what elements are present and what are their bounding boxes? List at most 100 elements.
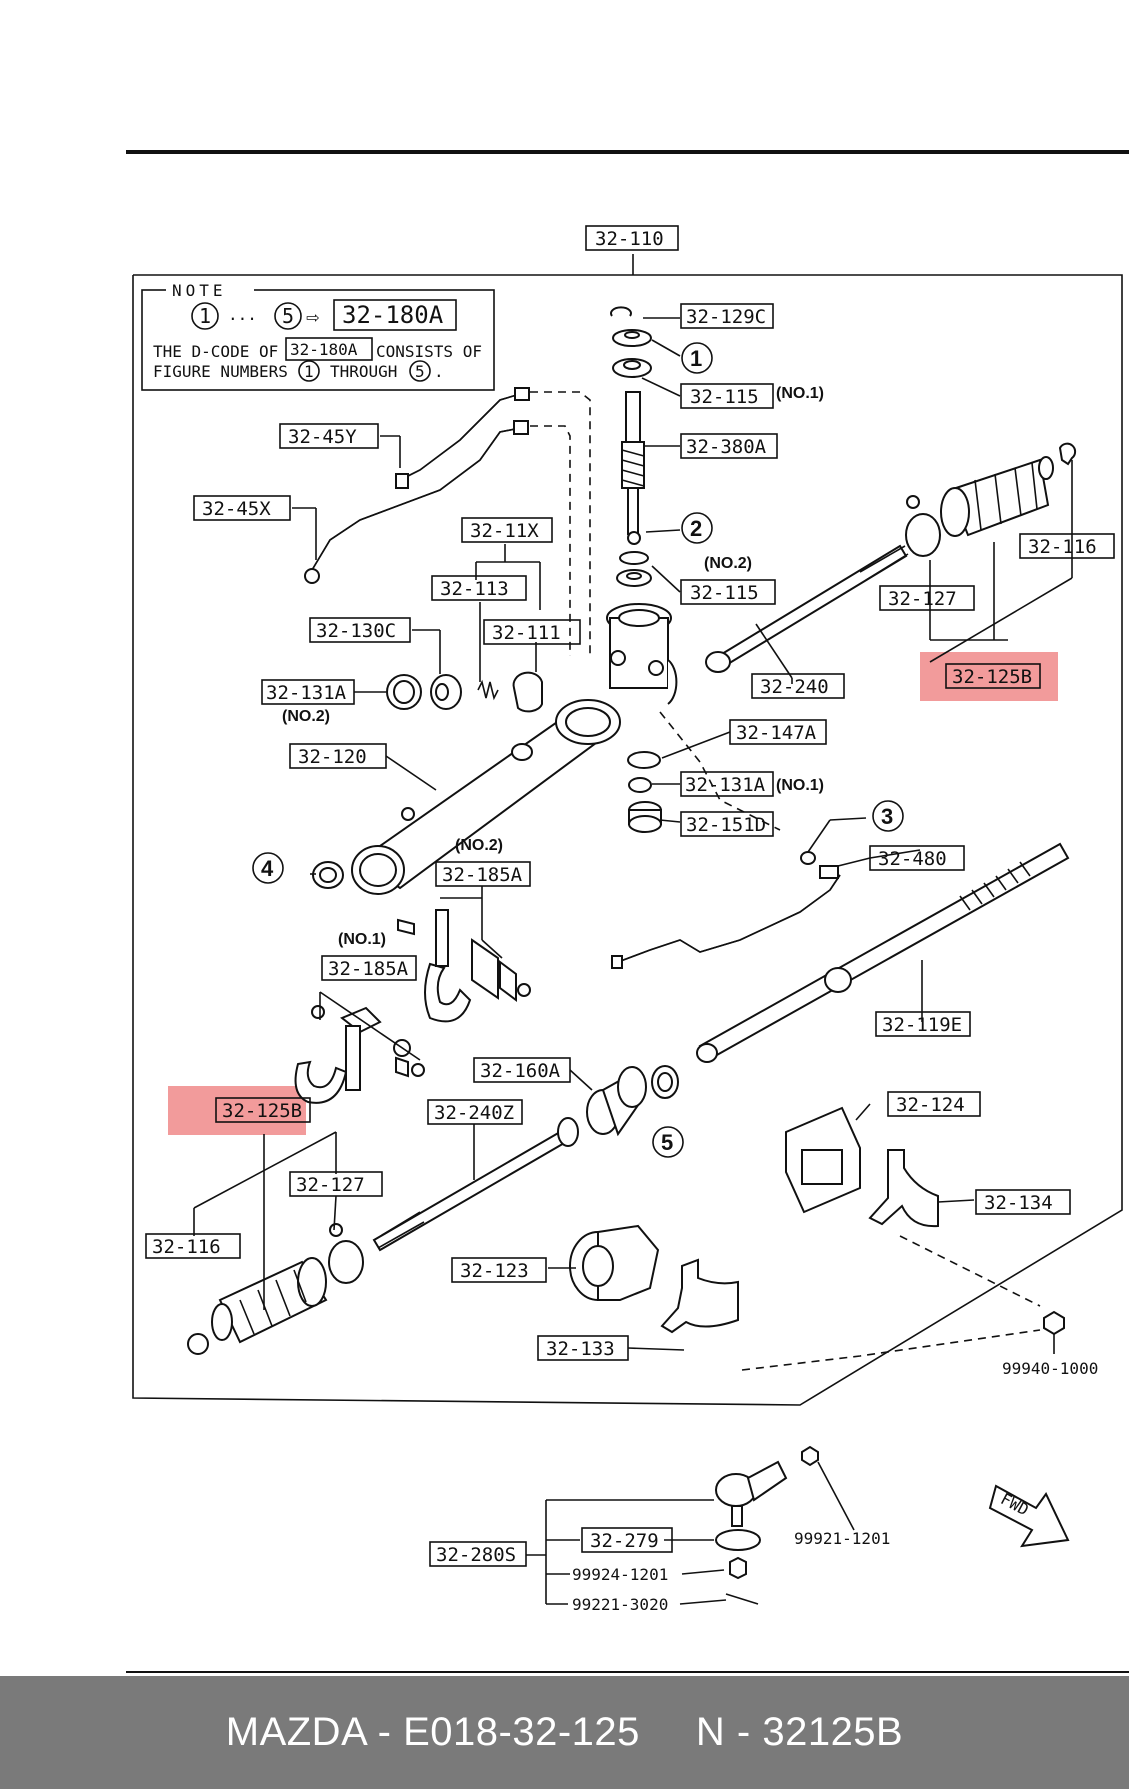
- note-line1-post: CONSISTS OF: [376, 342, 482, 361]
- nut-131a-lower: [628, 777, 652, 793]
- note-line2-period: .: [434, 362, 444, 381]
- note-line2-mid: THROUGH: [330, 362, 397, 381]
- mount-bracket-134: [868, 1149, 939, 1228]
- part-label-32-123-text: 32-123: [460, 1260, 529, 1282]
- highlight-box-upper: [920, 652, 1058, 701]
- part-label-32-240z-text: 32-240Z: [434, 1102, 514, 1124]
- part-label-32-380a: 32-380A: [680, 433, 778, 459]
- part-label-32-151d: 32-151D: [680, 811, 774, 837]
- label-no1-bracket: (NO.1): [338, 931, 386, 948]
- part-label-32-120: 32-120: [289, 743, 387, 769]
- note-line2-pre: FIGURE NUMBERS: [153, 362, 288, 381]
- fwd-arrow: FWD: [988, 1484, 1070, 1548]
- assembly-frame: [132, 274, 1123, 1406]
- part-label-32-110-text: 32-110: [595, 228, 664, 250]
- clip-116-lower: [187, 1333, 209, 1355]
- part-label-32-119e: 32-119E: [875, 1011, 971, 1037]
- note-heading: NOTE: [172, 281, 227, 300]
- part-label-32-127-lower: 32-127: [289, 1171, 383, 1197]
- part-label-32-130c: 32-130C: [309, 617, 411, 643]
- part-label-32-125b-lower-text: 32-125B: [222, 1100, 302, 1122]
- callout-5: 5: [652, 1126, 684, 1158]
- part-label-32-185a-no1-text: 32-185A: [328, 958, 409, 980]
- part-label-32-147a: 32-147A: [729, 719, 827, 745]
- spring-113: [477, 679, 499, 701]
- part-label-32-134-text: 32-134: [984, 1192, 1053, 1214]
- part-label-32-119e-text: 32-119E: [882, 1014, 962, 1036]
- seal-5: [651, 1065, 679, 1099]
- part-label-32-147a-text: 32-147A: [736, 722, 817, 744]
- part-label-32-133: 32-133: [537, 1335, 629, 1361]
- footer-bar: MAZDA - E018-32-125 N - 32125B: [0, 1676, 1129, 1789]
- part-label-32-133-text: 32-133: [546, 1338, 615, 1360]
- part-label-32-115-no1: 32-115 (NO.1): [680, 383, 824, 409]
- part-label-32-125b-lower: 32-125B: [215, 1097, 311, 1123]
- mount-dashed-link: [741, 1235, 1041, 1371]
- part-label-32-116-upper-text: 32-116: [1028, 536, 1097, 558]
- part-label-32-131a-no1: 32-131A (NO.1): [680, 771, 824, 797]
- part-label-32-45y-text: 32-45Y: [288, 426, 357, 448]
- part-label-99940-1000: 99940-1000: [1002, 1359, 1098, 1378]
- return-pipe-480: [611, 851, 841, 969]
- part-label-32-240z: 32-240Z: [427, 1099, 523, 1125]
- note-line2-start: 1: [304, 362, 314, 381]
- part-label-32-280s-text: 32-280S: [436, 1544, 516, 1566]
- note-box: NOTE 1 ... 5 ⇨ 32-180A THE D-CODE OF 32-…: [141, 281, 495, 391]
- part-label-32-160a: 32-160A: [473, 1057, 571, 1083]
- note-code-main: 32-180A: [342, 301, 444, 329]
- part-label-32-129c: 32-129C: [680, 303, 774, 329]
- part-label-32-127-upper-text: 32-127: [888, 588, 957, 610]
- part-label-32-45x-text: 32-45X: [202, 498, 271, 520]
- mount-rubber-123: [569, 1224, 660, 1301]
- label-no2-left: (NO.2): [282, 708, 330, 725]
- mount-bracket-133: [660, 1258, 739, 1334]
- part-label-32-185a-no2: 32-185A: [435, 861, 531, 887]
- label-no1-mid: (NO.1): [776, 777, 824, 794]
- part-label-32-127-lower-text: 32-127: [296, 1174, 365, 1196]
- seal-147a: [627, 751, 661, 769]
- part-label-99924-1201: 99924-1201: [572, 1565, 668, 1584]
- part-label-32-125b-upper: 32-125B: [945, 663, 1041, 689]
- part-label-32-129c-text: 32-129C: [686, 306, 766, 328]
- leader-lines: [193, 254, 1073, 1605]
- part-label-32-279-text: 32-279: [590, 1530, 659, 1552]
- part-label-32-11x-text: 32-11X: [470, 520, 539, 542]
- part-label-32-151d-text: 32-151D: [686, 814, 766, 836]
- mount-rubber-124: [785, 1106, 861, 1214]
- part-label-32-240: 32-240: [751, 673, 845, 699]
- part-label-32-124: 32-124: [887, 1091, 981, 1117]
- part-label-32-115-no1-text: 32-115: [690, 386, 759, 408]
- part-label-32-115-no2-text: 32-115: [690, 582, 759, 604]
- callout-2-text: 2: [690, 516, 702, 541]
- part-label-32-113-text: 32-113: [440, 578, 509, 600]
- boot-upper: [940, 456, 1054, 537]
- part-label-32-120-text: 32-120: [298, 746, 367, 768]
- callout-4: 4: [252, 852, 284, 884]
- part-label-32-131a-no2: 32-131A (NO.2): [261, 679, 355, 725]
- callout-1-text: 1: [690, 346, 702, 371]
- label-no2-upper: (NO.2): [704, 555, 752, 572]
- part-label-99921-1201: 99921-1201: [794, 1529, 890, 1548]
- part-label-32-124-text: 32-124: [896, 1094, 965, 1116]
- part-label-32-111: 32-111: [483, 619, 581, 645]
- part-label-32-240-text: 32-240: [760, 676, 829, 698]
- callout-2: 2: [681, 512, 713, 544]
- footer-part-number: MAZDA - E018-32-125: [225, 1710, 640, 1754]
- part-label-32-116-upper: 32-116: [1019, 533, 1115, 559]
- bushing-160a: [586, 1066, 647, 1137]
- parts-diagram: NOTE 1 ... 5 ⇨ 32-180A THE D-CODE OF 32-…: [126, 150, 1129, 1673]
- part-label-32-125b-upper-text: 32-125B: [952, 666, 1032, 688]
- tie-rod-lower: [372, 1117, 579, 1252]
- callout-1: 1: [681, 342, 713, 374]
- part-label-32-134: 32-134: [975, 1189, 1071, 1215]
- note-seq-end: 5: [282, 304, 294, 328]
- part-label-32-115-no2: 32-115: [680, 579, 776, 605]
- gear-housing-tube: [351, 699, 621, 895]
- part-label-32-160a-text: 32-160A: [480, 1060, 561, 1082]
- fluid-pipe-45x: [304, 420, 529, 584]
- part-label-32-116-lower-text: 32-116: [152, 1236, 221, 1258]
- note-seq-dots: ...: [228, 305, 257, 324]
- clip-116-upper: [1058, 442, 1077, 466]
- part-label-32-131a-no2-text: 32-131A: [266, 682, 347, 704]
- part-label-99221-3020: 99221-3020: [572, 1595, 668, 1614]
